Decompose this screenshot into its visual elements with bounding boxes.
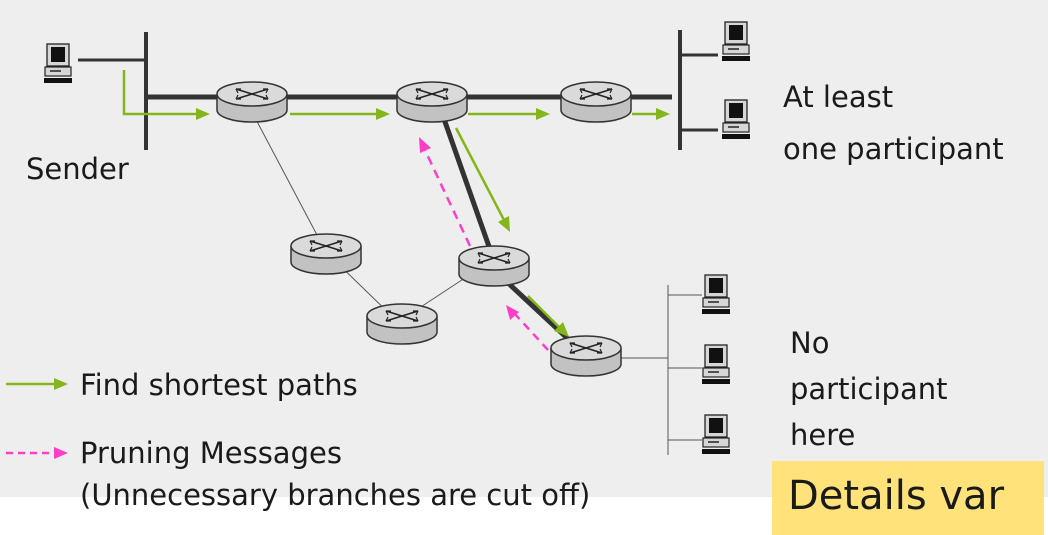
no-participant-label-line1: No	[790, 326, 830, 360]
legend-green-arrow	[6, 378, 68, 390]
computer-icon	[43, 43, 73, 84]
computer-icon	[721, 99, 751, 140]
router-icon	[560, 81, 632, 123]
router-icon	[396, 81, 468, 123]
pruning-arrows	[419, 137, 549, 351]
router-icon	[290, 233, 362, 275]
active-link-r2-r4	[435, 101, 495, 256]
sender-label: Sender	[26, 152, 129, 186]
computer-icon	[701, 274, 731, 315]
computer-icon	[721, 21, 751, 62]
no-participant-label-line2: participant	[790, 372, 948, 406]
link-r1-r5	[251, 111, 327, 253]
router-icon	[550, 335, 622, 377]
legend-pink-arrow	[6, 447, 68, 459]
computer-icon	[701, 414, 731, 455]
details-highlight-box: Details var	[772, 461, 1044, 535]
at-least-label-line1: At least	[783, 80, 894, 114]
at-least-label-line2: one participant	[783, 132, 1004, 166]
no-participant-label-line3: here	[790, 418, 856, 452]
router-icon	[458, 245, 530, 287]
legend-pruning-messages: Pruning Messages	[80, 436, 342, 470]
router-icon	[366, 303, 438, 345]
legend-shortest-paths: Find shortest paths	[80, 368, 358, 402]
details-text: Details var	[788, 473, 1005, 519]
router-icon	[216, 81, 288, 123]
shortest-path-arrows	[122, 70, 670, 337]
diagram-panel	[0, 0, 1048, 497]
computer-icon	[701, 344, 731, 385]
legend-pruning-note: (Unnecessary branches are cut off)	[80, 478, 591, 512]
